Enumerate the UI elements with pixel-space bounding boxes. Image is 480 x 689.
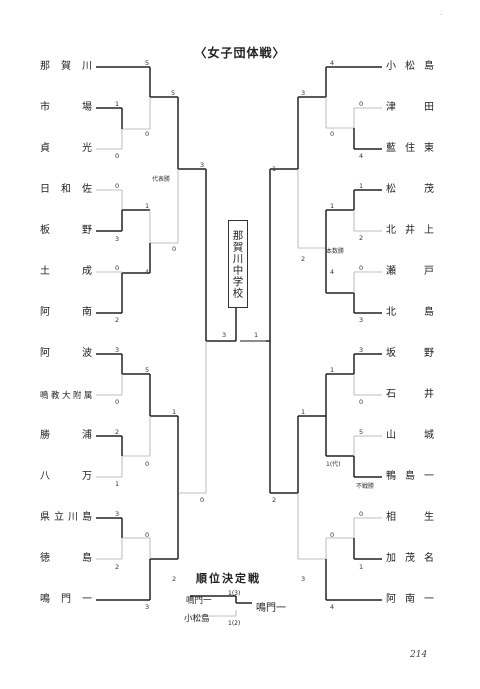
round-score: 4 (330, 603, 335, 611)
round-score: 0 (172, 245, 177, 253)
round-score: 5 (171, 89, 176, 97)
right-team: 津田 (386, 102, 434, 113)
right-team: 石井 (386, 389, 434, 400)
left-team: 阿波 (40, 348, 92, 359)
right-team: 松茂 (386, 184, 434, 195)
page-title: 〈女子団体戦〉 (194, 46, 286, 60)
round-score: 0 (200, 496, 205, 504)
round-score: 0 (115, 182, 120, 190)
left-team: 日和佐 (40, 184, 92, 195)
round-score: 3 (222, 331, 227, 339)
round-score: 0 (359, 100, 364, 108)
round-score: 3 (145, 603, 150, 611)
right-team: 相生 (386, 512, 434, 523)
left-team: 板野 (40, 225, 92, 236)
round-score: 1 (330, 366, 335, 374)
round-score: 0 (115, 152, 120, 160)
right-team: 北井上 (386, 225, 434, 236)
round-score: 5 (359, 428, 364, 436)
left-team: 土成 (40, 266, 92, 277)
round-score: 2 (115, 563, 120, 571)
round-score: 2 (115, 316, 120, 324)
round-score: 2 (115, 428, 120, 436)
round-score: 1 (172, 408, 177, 416)
round-score: 0 (145, 460, 150, 468)
round-score: 3 (359, 316, 364, 324)
left-team: 市場 (40, 102, 92, 113)
round-score: 1 (301, 408, 306, 416)
round-score: 0 (330, 130, 335, 138)
round-score: 0 (359, 510, 364, 518)
round-score: 0 (330, 531, 335, 539)
round-score: 1 (330, 202, 335, 210)
round-score: 2 (272, 496, 277, 504)
round-score: 3 (115, 235, 120, 243)
placement-title: 順位決定戦 (196, 572, 261, 585)
placement-score-a: 1(3) (228, 590, 241, 597)
note-daihyo-short: 1(代) (326, 461, 341, 468)
round-score: 4 (145, 268, 150, 276)
left-team: 鳴門一 (40, 594, 92, 605)
page-number: 214 (410, 650, 428, 660)
left-team: 徳島 (40, 553, 92, 564)
placement-team-a: 鳴門一 (186, 596, 212, 606)
round-score: 1 (359, 182, 364, 190)
right-team: 北島 (386, 307, 434, 318)
right-team: 坂野 (386, 348, 434, 359)
round-score: 1 (272, 165, 277, 173)
right-team: 瀬戸 (386, 266, 434, 277)
left-team: 鳴教大附属 (40, 390, 92, 400)
right-team: 藍住東 (386, 143, 434, 154)
left-team: 県立川島 (40, 512, 92, 523)
champion-label: 那賀川中学校 (228, 220, 248, 308)
round-score: 2 (172, 575, 177, 583)
round-score: 0 (145, 130, 150, 138)
round-score: 3 (359, 346, 364, 354)
round-score: 0 (115, 398, 120, 406)
round-score: 3 (301, 575, 306, 583)
round-score: 3 (115, 346, 120, 354)
right-team: 加茂名 (386, 553, 434, 564)
right-team: 鴨島一 (386, 471, 434, 482)
placement-winner: 鳴門一 (256, 603, 286, 614)
left-team: 八万 (40, 471, 92, 482)
round-score: 0 (115, 264, 120, 272)
round-score: 1 (359, 563, 364, 571)
round-score: 1 (115, 480, 120, 488)
round-score: 0 (359, 264, 364, 272)
left-team: 勝浦 (40, 430, 92, 441)
right-team: 小松島 (386, 61, 434, 72)
round-score: 1 (115, 100, 120, 108)
left-team: 貞光 (40, 143, 92, 154)
placement-team-b: 小松島 (184, 614, 210, 624)
round-score: 1 (145, 202, 150, 210)
note-daihyo: 代表勝 (152, 176, 171, 183)
round-score: 3 (115, 510, 120, 518)
round-score: 2 (301, 255, 306, 263)
round-score: 4 (330, 268, 335, 276)
left-team: 阿南 (40, 307, 92, 318)
round-score: 5 (145, 366, 150, 374)
note-fusen: 不戦勝 (356, 483, 375, 490)
round-score: 1 (254, 331, 259, 339)
round-score: 5 (145, 59, 150, 67)
left-team: 那賀川 (40, 61, 92, 72)
corner-mark: · (440, 12, 442, 19)
round-score: 4 (330, 59, 335, 67)
round-score: 3 (301, 89, 306, 97)
placement-score-b: 1(2) (228, 620, 241, 627)
round-score: 0 (359, 398, 364, 406)
note-honsu: 本数勝 (326, 248, 345, 255)
round-score: 3 (200, 161, 205, 169)
round-score: 0 (145, 531, 150, 539)
right-team: 山城 (386, 430, 434, 441)
round-score: 2 (359, 234, 364, 242)
right-team: 阿南一 (386, 594, 434, 605)
round-score: 4 (359, 152, 364, 160)
